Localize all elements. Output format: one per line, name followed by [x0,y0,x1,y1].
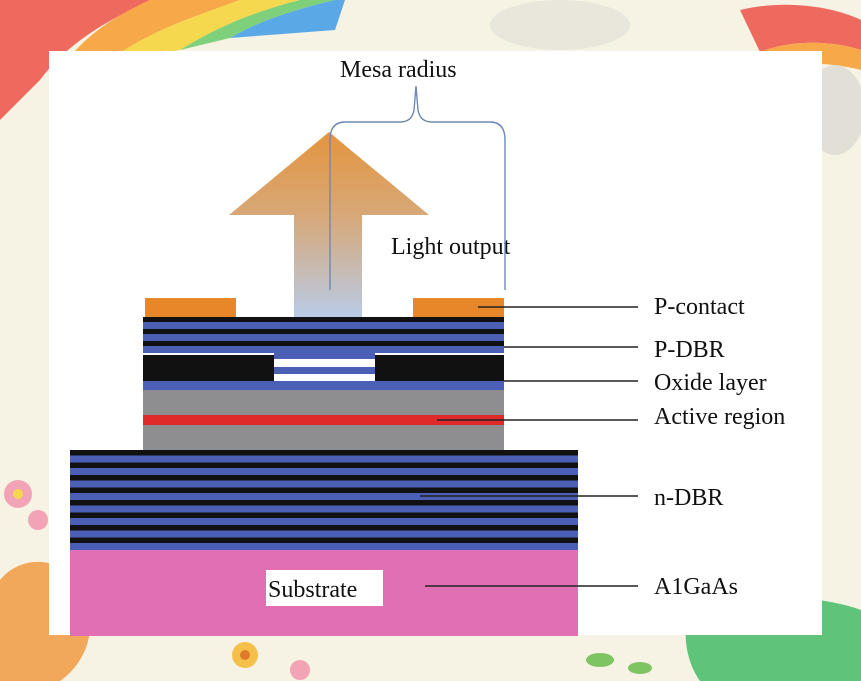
leaf-decoration [586,653,652,674]
substrate-label: Substrate [268,577,357,603]
light-output-label: Light output [391,234,511,260]
substrate-label-box [266,570,383,606]
p-contact-left [145,298,236,317]
oxide-bottom-blue [143,381,504,390]
p-dbr-black-layer [143,341,504,346]
active-region-label: Active region [654,404,785,430]
p-contact-label: P-contact [654,294,745,320]
mesa-radius-bracket [329,85,506,290]
n-dbr-stack [70,450,578,550]
flower-decoration [4,480,310,680]
n-dbr-black-layer [70,512,578,518]
oxide-layer-left [143,355,274,381]
oxide-aperture-upper [274,352,375,359]
p-dbr-label: P-DBR [654,337,725,363]
n-dbr-blue-layer [70,493,578,500]
p-dbr-black-layer [143,317,504,322]
n-dbr-black-layer [70,475,578,481]
n-dbr-label: n-DBR [654,485,723,511]
n-dbr-black-layer [70,537,578,543]
mesa-radius-label: Mesa radius [340,57,457,83]
active-region-layer [143,415,504,425]
n-dbr-blue-layer [70,468,578,475]
oxide-layer-right [375,355,504,381]
n-dbr-blue-layer [70,543,578,550]
n-dbr-black-layer [70,500,578,506]
p-dbr-blue-layer [143,322,504,329]
n-dbr-blue-layer [70,455,578,463]
n-dbr-black-layer [70,462,578,468]
n-dbr-black-layer [70,525,578,531]
p-dbr-black-layer [143,329,504,334]
n-dbr-blue-layer [70,530,578,538]
p-dbr-blue-layer [143,346,504,353]
light-output-arrow [229,132,429,317]
oxide-aperture-lower [274,367,375,374]
n-dbr-blue-layer [70,480,578,488]
n-dbr-black-layer [70,450,578,456]
p-dbr-stack [143,317,504,353]
p-contact-right [413,298,504,317]
n-dbr-blue-layer [70,505,578,513]
algaas-label: A1GaAs [654,574,738,600]
n-dbr-black-layer [70,487,578,493]
oxide-layer-label: Oxide layer [654,370,767,396]
leader-lines [420,306,638,587]
p-dbr-blue-layer [143,334,504,341]
n-dbr-blue-layer [70,518,578,525]
